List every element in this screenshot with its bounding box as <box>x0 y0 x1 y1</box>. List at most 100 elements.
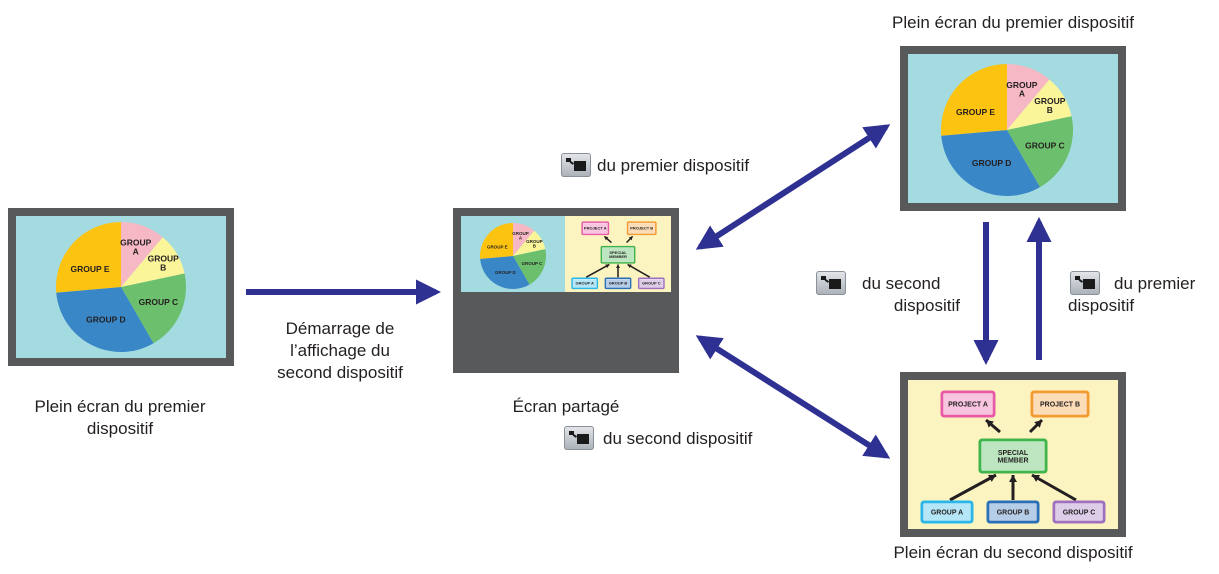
org-arrow-from-group-a-head <box>987 474 996 482</box>
icon-first-top-caption: du premier dispositif <box>597 156 750 175</box>
start-caption-line2: l’affichage du <box>290 341 390 360</box>
arrow-split-to-bottom-right <box>695 335 891 459</box>
start-caption-line1: Démarrage de <box>285 319 395 338</box>
org-arrow-to-project-a-head <box>604 236 609 241</box>
org-project-b-label: PROJECT B <box>1040 402 1080 409</box>
org-project-a <box>581 221 610 236</box>
org-group-c-label: GROUP C <box>642 281 661 286</box>
org-arrow-to-project-a-head <box>986 420 994 428</box>
icon-first-mid-line2: dispositif <box>1068 296 1135 315</box>
left-caption: Plein écran du premier dispositif <box>0 396 240 440</box>
pie-slice-a <box>513 223 535 256</box>
org-group-a-fill <box>924 504 970 520</box>
swap-icon-second-mid <box>816 271 846 295</box>
org-group-c-label: GROUP C <box>1063 510 1096 517</box>
org-arrow-from-group-c <box>1031 473 1077 502</box>
org-special-member <box>978 438 1048 474</box>
org-arrow-from-group-a <box>585 263 610 278</box>
org-project-b-fill <box>628 223 655 234</box>
org-arrow-from-group-a <box>949 473 997 502</box>
pie-label-c: GROUP C <box>1025 140 1065 150</box>
pie-slice-a <box>121 222 163 287</box>
bottom-right-caption: Plein écran du second dispositif <box>893 543 1133 562</box>
org-group-c <box>637 277 665 290</box>
swap-icon-second-bottom <box>564 426 594 450</box>
icon-second-mid-caption: du second dispositif <box>852 273 960 317</box>
org-project-b <box>626 221 657 236</box>
org-group-a-label: GROUP A <box>931 510 963 517</box>
start-caption-line3: second dispositif <box>277 363 403 382</box>
left-caption-line1: Plein écran du premier <box>34 397 206 416</box>
org-group-a <box>571 277 599 290</box>
org-group-a-label: GROUP A <box>575 281 594 286</box>
pie-label-d: GROUP D <box>972 158 1012 168</box>
pie-slice-d <box>480 256 530 289</box>
pie-slice-b <box>1007 79 1072 130</box>
org-arrow-from-group-b-head <box>615 264 621 269</box>
org-arrow-from-group-c-head <box>627 264 632 268</box>
left-caption-line2: dispositif <box>86 419 154 438</box>
pie-label-e: GROUP E <box>956 107 995 117</box>
icon-first-mid-caption: du premier dispositif <box>1068 273 1195 317</box>
org-group-c-fill <box>1056 504 1102 520</box>
org-arrow-from-group-c <box>627 263 651 278</box>
pie-label-d: GROUP D <box>495 270 517 275</box>
org-arrow-to-project-b-head <box>628 236 633 241</box>
org-special-member <box>600 245 636 264</box>
org-group-c-fill <box>639 279 663 288</box>
org-group-b-label: GROUP B <box>609 281 628 286</box>
arrow-split-to-top-right <box>695 124 891 250</box>
pie-slice-b <box>121 237 185 287</box>
org-project-a-label: PROJECT A <box>948 402 988 409</box>
org-arrow-to-project-b-head <box>1034 420 1042 428</box>
icon-second-mid-line2: dispositif <box>893 296 960 315</box>
org-group-b-fill <box>606 279 630 288</box>
org-group-b <box>604 277 632 290</box>
org-project-b-label: PROJECT B <box>630 226 653 231</box>
pie-slice-d <box>941 130 1040 196</box>
pie-slice-e <box>480 223 513 259</box>
org-arrow-from-group-b-head <box>1009 475 1017 482</box>
org-project-a-label: PROJECT A <box>584 226 607 231</box>
icon-second-bottom-caption: du second dispositif <box>603 429 753 448</box>
pie-slice-c <box>513 249 546 285</box>
pie-slice-a <box>1007 64 1050 130</box>
org-group-a-fill <box>573 279 597 288</box>
pie-label-c: GROUP C <box>522 261 544 266</box>
swap-icon-first-top <box>561 153 591 177</box>
org-project-b <box>1030 390 1090 418</box>
split-caption: Écran partagé <box>512 397 620 416</box>
pie-label-e: GROUP E <box>487 245 508 250</box>
org-arrow-from-group-c-head <box>1032 474 1041 482</box>
pie-slice-b <box>513 230 546 256</box>
org-group-a <box>920 500 974 524</box>
icon-second-mid-line1: du second <box>862 274 941 293</box>
swap-icon-first-mid <box>1070 271 1100 295</box>
pie-slice-e <box>56 222 121 293</box>
pie-slice-d <box>56 287 154 352</box>
org-arrow-from-group-a-head <box>605 264 610 268</box>
org-special-member-fill <box>982 442 1044 470</box>
org-group-b <box>986 500 1040 524</box>
pie-label-e: GROUP E <box>71 264 110 274</box>
org-special-member-fill <box>602 247 634 262</box>
